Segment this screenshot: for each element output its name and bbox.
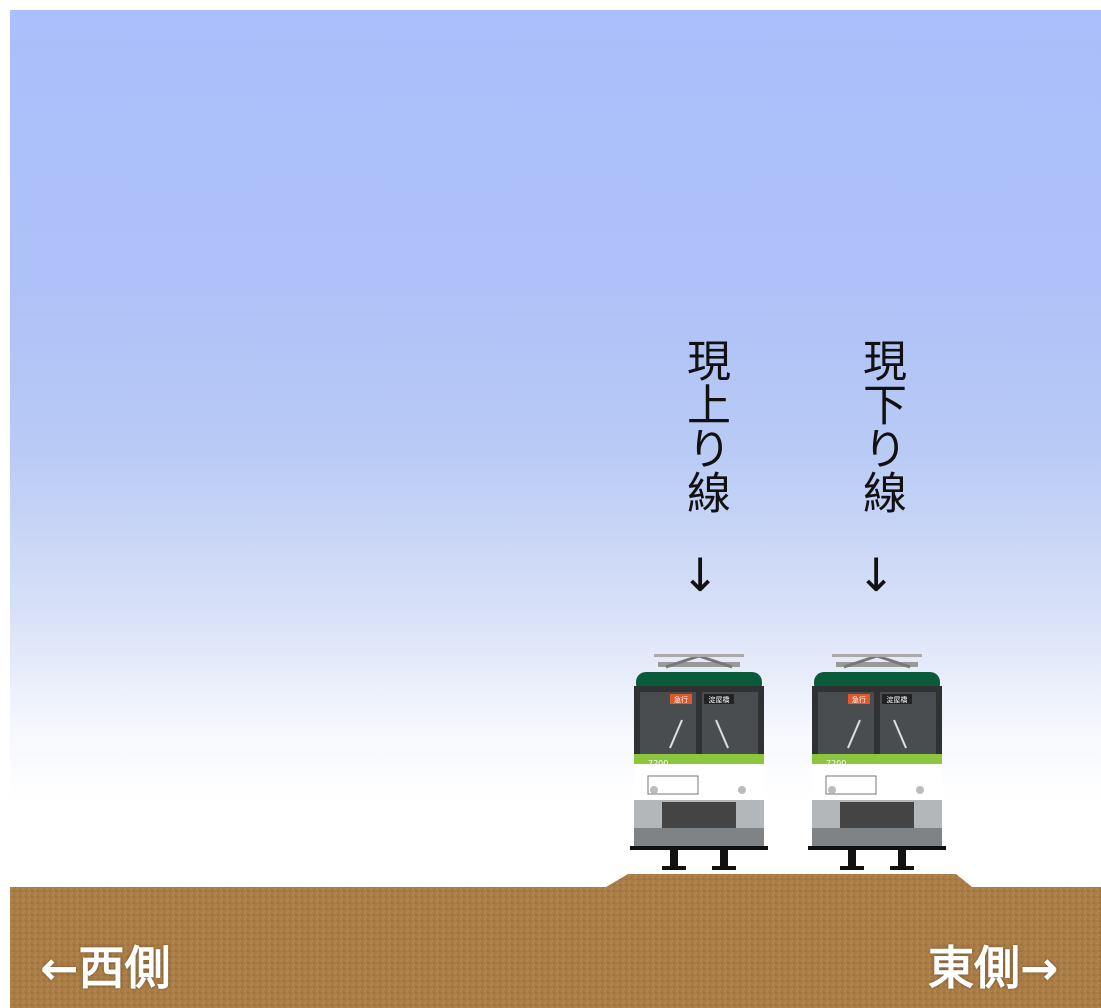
pantograph bbox=[832, 654, 922, 669]
pantograph bbox=[654, 654, 744, 669]
up-line-label: 現上り線 bbox=[679, 338, 730, 514]
lime-stripe bbox=[634, 754, 764, 764]
lime-stripe bbox=[812, 754, 942, 764]
type-sign-text: 急行 bbox=[852, 695, 866, 704]
destination-sign bbox=[704, 694, 734, 704]
destination-sign-text: 淀屋橋 bbox=[709, 695, 730, 704]
east-side-label: 東側→ bbox=[928, 941, 1059, 995]
type-sign bbox=[670, 694, 692, 704]
type-sign bbox=[848, 694, 870, 704]
west-side-label: ←西側 bbox=[40, 941, 171, 995]
car-number: 7200 bbox=[826, 759, 846, 768]
car-number: 7200 bbox=[648, 759, 668, 768]
type-sign-text: 急行 bbox=[674, 695, 688, 704]
destination-sign-text: 淀屋橋 bbox=[887, 695, 908, 704]
up-line-arrow: ↓ bbox=[680, 548, 720, 602]
embankment-ground bbox=[10, 874, 1101, 1008]
down-line-arrow: ↓ bbox=[856, 548, 896, 602]
train-down-line: 急行 淀屋橋 7200 bbox=[808, 654, 946, 870]
train-up-line: 急行 淀屋橋 7200 bbox=[630, 654, 768, 870]
destination-sign bbox=[882, 694, 912, 704]
down-line-label: 現下り線 bbox=[855, 338, 906, 514]
